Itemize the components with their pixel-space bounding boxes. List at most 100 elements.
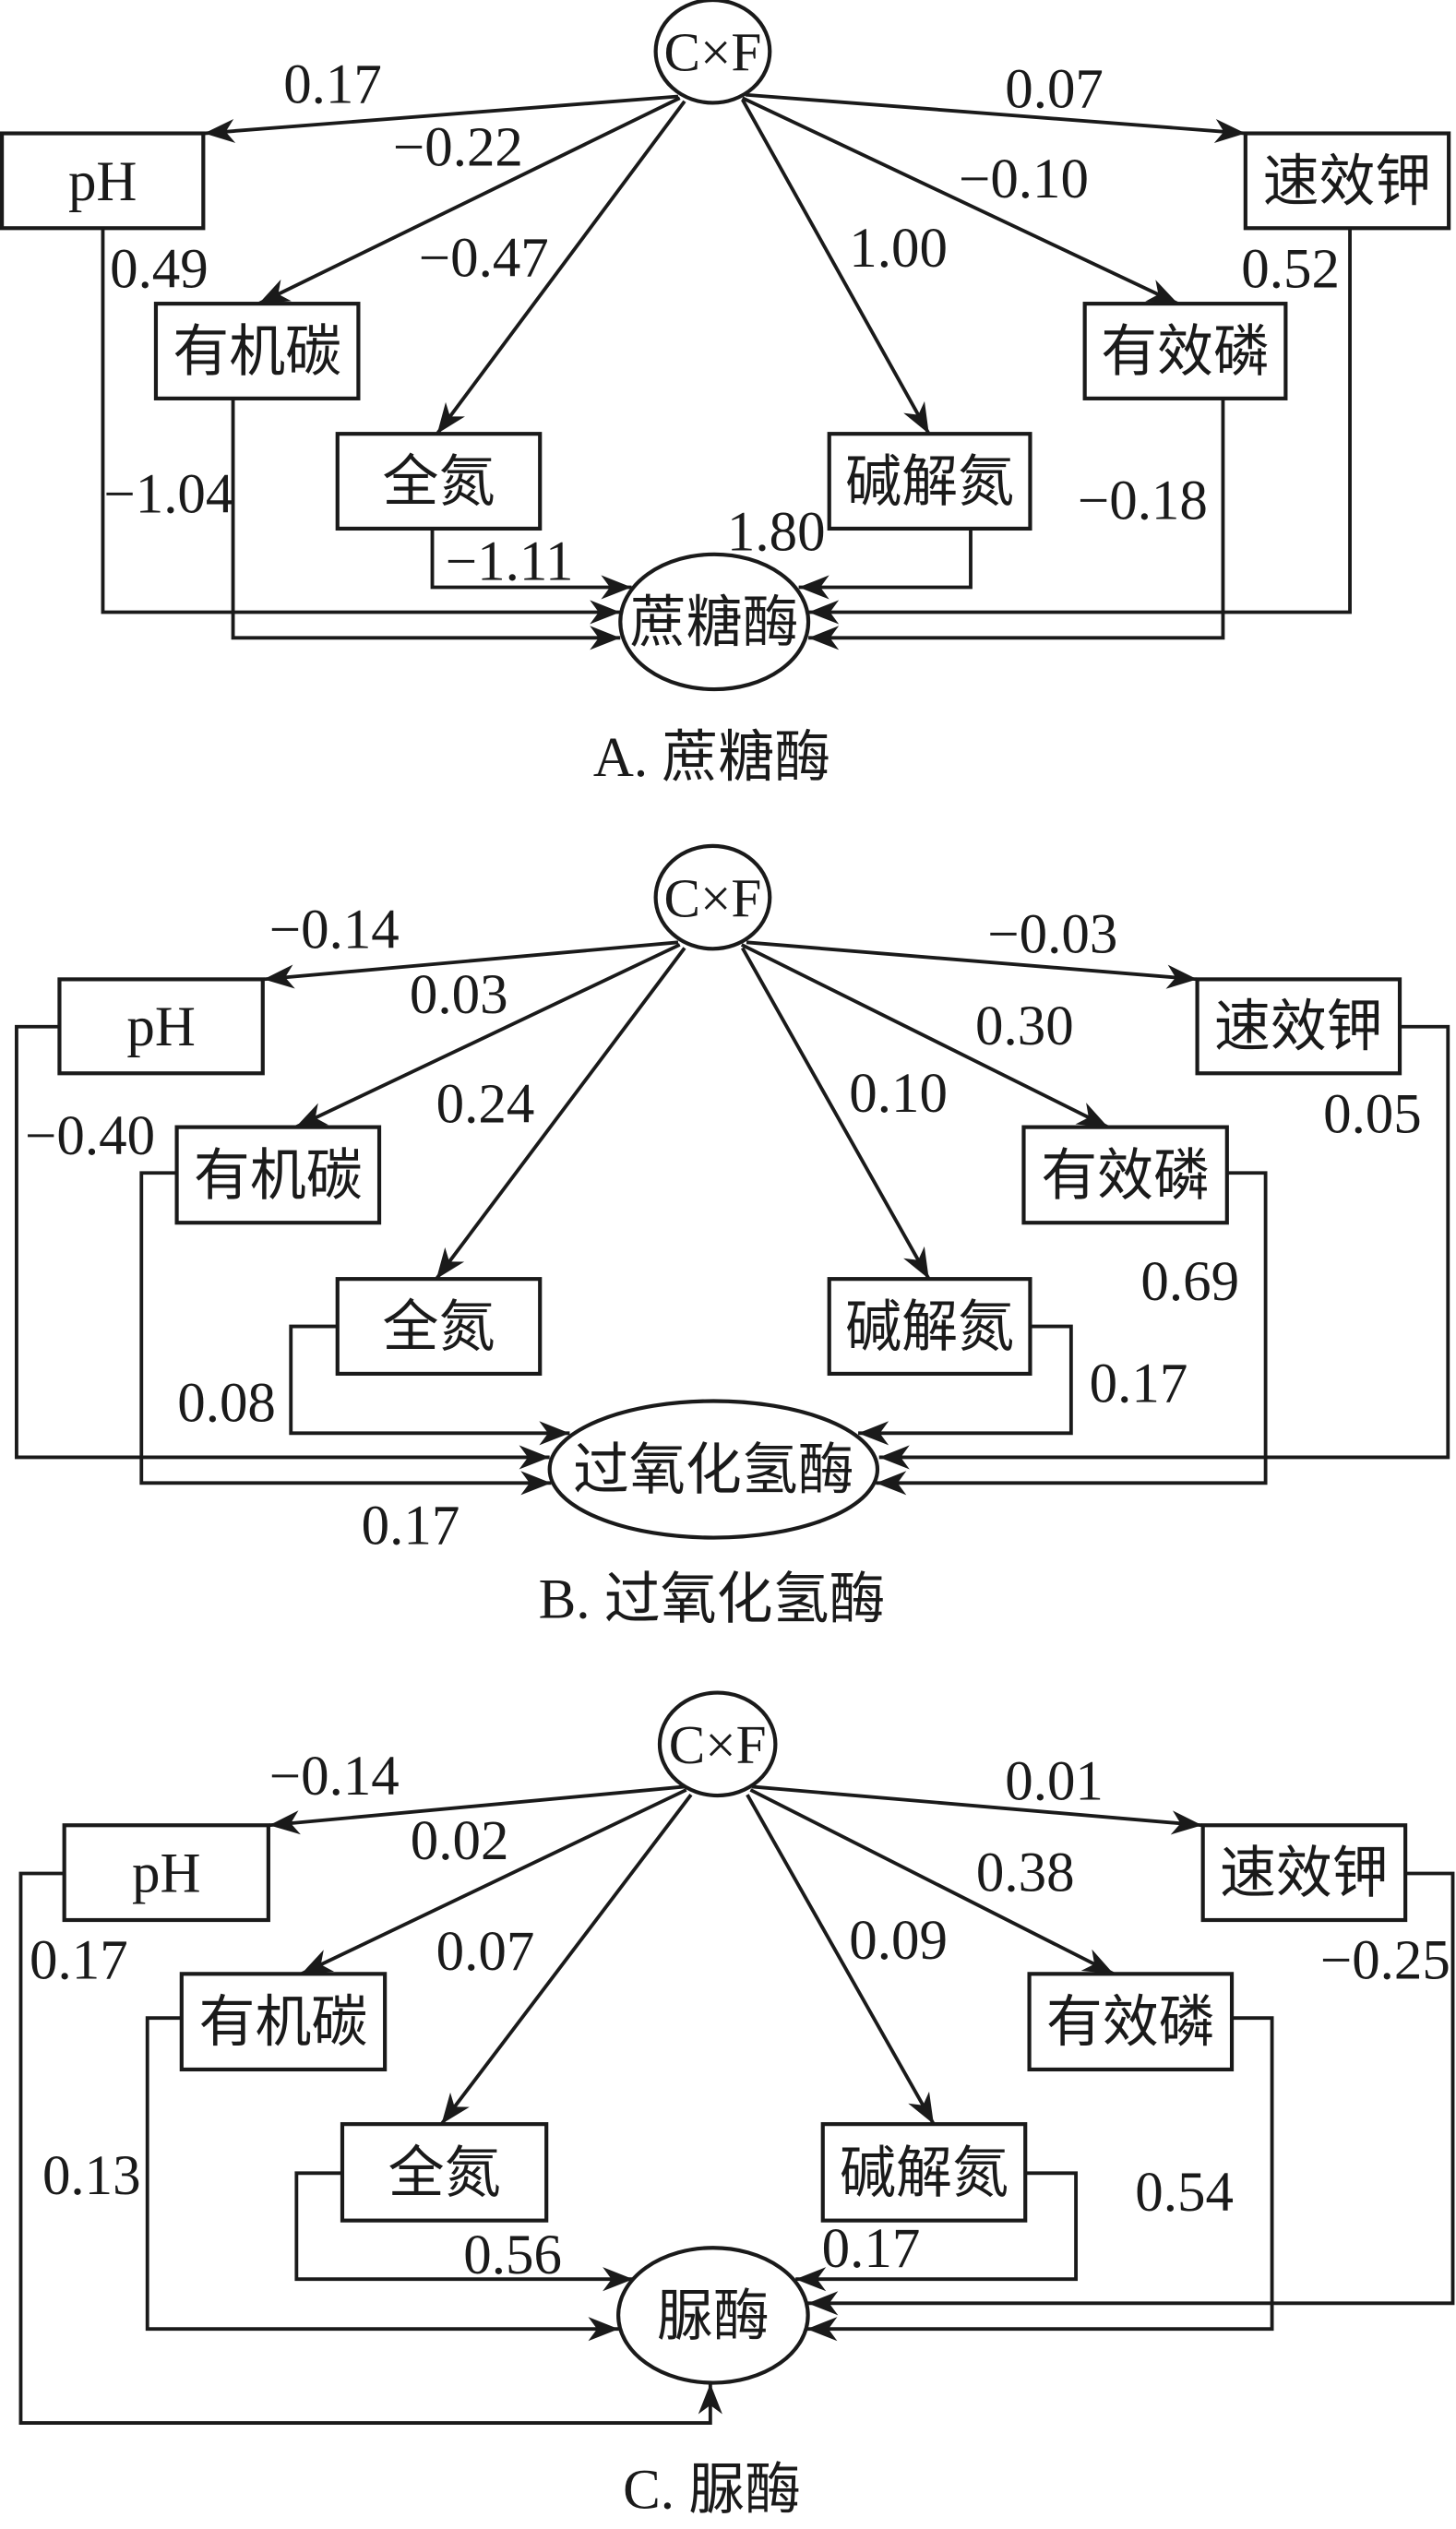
factor-node-ak: 速效钾 (1195, 977, 1402, 1076)
factor-label-ph: pH (132, 1843, 200, 1905)
target-label: 蔗糖酶 (630, 592, 799, 654)
factor-box-an (820, 2122, 1028, 2223)
factor-node-ak: 速效钾 (1200, 1823, 1408, 1923)
path-source-to-ap (740, 943, 1109, 1129)
factor-node-ap: 有效磷 (1027, 1972, 1235, 2072)
factor-label-tn: 全氮 (383, 1296, 495, 1358)
coef-source-to-soc: −0.22 (393, 116, 523, 178)
coef-ak-to-target: −0.25 (1320, 1930, 1450, 1992)
coef-source-to-soc: 0.03 (410, 964, 508, 1026)
coef-source-to-ap: −0.10 (959, 149, 1089, 210)
path-source-to-tn (435, 947, 686, 1281)
coef-source-to-ph: −0.14 (269, 1746, 400, 1807)
panel-b: pH有机碳全氮碱解氮有效磷速效钾过氧化氢酶C×F−0.14−0.400.030.… (15, 843, 1450, 1631)
source-node: C×F (653, 843, 772, 951)
factor-box-an (827, 432, 1032, 531)
factor-label-ak: 速效钾 (1263, 151, 1432, 213)
source-label: C×F (664, 867, 762, 928)
path-source-to-tn (436, 100, 686, 435)
coef-ak-to-target: 0.52 (1241, 239, 1340, 301)
coef-source-to-tn: 0.07 (436, 1921, 535, 1983)
coef-source-to-ap: 0.30 (975, 996, 1074, 1057)
path-ap-to-target (806, 2016, 1274, 2342)
coef-ph-to-target: 0.17 (30, 1930, 128, 1992)
factor-label-ap: 有效磷 (1101, 321, 1270, 383)
path-source-to-ph (263, 940, 679, 989)
path-source-to-an (741, 99, 931, 435)
factor-node-soc: 有机碳 (179, 1972, 388, 2072)
source-label: C×F (664, 22, 762, 83)
path-an-to-target (858, 1324, 1073, 1446)
factor-node-soc: 有机碳 (174, 1125, 382, 1225)
coef-source-to-ph: −0.14 (269, 899, 400, 960)
factor-node-ph: pH (62, 1823, 270, 1923)
factor-node-ph: pH (57, 977, 265, 1076)
coef-tn-to-target: −1.11 (446, 531, 574, 593)
factor-label-tn: 全氮 (388, 2142, 501, 2204)
factor-label-soc: 有机碳 (199, 1992, 368, 2054)
factor-box-ak (1195, 977, 1402, 1076)
coef-tn-to-target: 0.56 (463, 2225, 562, 2286)
factor-box-soc (179, 1972, 388, 2072)
path-source-to-ak (751, 1784, 1202, 1835)
path-source-to-ph (204, 94, 679, 143)
source-node: C×F (653, 0, 772, 105)
factor-node-soc: 有机碳 (153, 302, 361, 400)
path-source-to-soc (257, 96, 681, 305)
coef-source-to-ak: −0.03 (987, 904, 1117, 966)
path-an-to-target (795, 2171, 1078, 2292)
target-node: 蔗糖酶 (618, 552, 811, 692)
factor-box-tn (335, 1277, 543, 1377)
panel-caption: A. 蔗糖酶 (593, 727, 830, 789)
path-source-to-an (741, 947, 931, 1281)
path-ph-to-target (15, 1024, 550, 1470)
coef-source-to-ap: 0.38 (976, 1843, 1075, 1904)
source-circle (657, 1690, 778, 1798)
path-source-to-ak (746, 92, 1246, 144)
path-source-to-ap (741, 96, 1179, 305)
target-node: 脲酶 (616, 2246, 810, 2385)
coef-soc-to-target: −1.04 (103, 464, 233, 526)
coef-source-to-soc: 0.02 (411, 1810, 509, 1872)
coef-ph-to-target: 0.49 (110, 239, 209, 301)
path-an-to-target (798, 528, 973, 600)
factor-label-ph: pH (126, 996, 195, 1058)
factor-box-ap (1082, 302, 1288, 400)
factor-box-soc (174, 1125, 382, 1225)
path-soc-to-target (145, 2016, 619, 2342)
coef-source-to-tn: 0.24 (436, 1073, 535, 1135)
factor-node-an: 碱解氮 (820, 2122, 1028, 2223)
factor-label-ph: pH (68, 151, 137, 213)
factor-node-tn: 全氮 (340, 2122, 549, 2223)
factor-node-an: 碱解氮 (827, 1277, 1032, 1377)
factor-node-tn: 全氮 (335, 432, 543, 531)
coef-source-to-ph: 0.17 (283, 54, 382, 115)
factor-label-ap: 有效磷 (1041, 1145, 1210, 1207)
factor-node-tn: 全氮 (335, 1277, 543, 1377)
factor-label-ak: 速效钾 (1220, 1843, 1389, 1905)
coef-source-to-an: 0.09 (849, 1910, 948, 1972)
coef-ap-to-target: −0.18 (1078, 470, 1208, 531)
source-label: C×F (669, 1714, 767, 1775)
coef-ap-to-target: 0.69 (1140, 1251, 1239, 1313)
coef-source-to-an: 0.10 (849, 1063, 948, 1125)
target-ellipse (547, 1399, 880, 1540)
source-node: C×F (657, 1690, 778, 1798)
path-ak-to-target (808, 228, 1352, 625)
path-ap-to-target (808, 398, 1225, 650)
factor-label-an: 碱解氮 (845, 1296, 1014, 1358)
path-source-to-ak (746, 940, 1198, 989)
coef-source-to-tn: −0.47 (419, 228, 549, 290)
coef-soc-to-target: 0.13 (42, 2145, 141, 2207)
factor-label-soc: 有机碳 (194, 1145, 363, 1207)
panel-caption: B. 过氧化氢酶 (539, 1569, 886, 1631)
path-soc-to-target (139, 1171, 552, 1496)
path-source-to-soc (300, 1788, 687, 1976)
path-ak-to-target (878, 1024, 1450, 1470)
coef-an-to-target: 1.80 (727, 501, 826, 563)
coef-source-to-an: 1.00 (849, 218, 948, 280)
path-tn-to-target (430, 528, 632, 600)
path-source-to-tn (439, 1794, 693, 2126)
coef-an-to-target: 0.17 (822, 2218, 921, 2280)
